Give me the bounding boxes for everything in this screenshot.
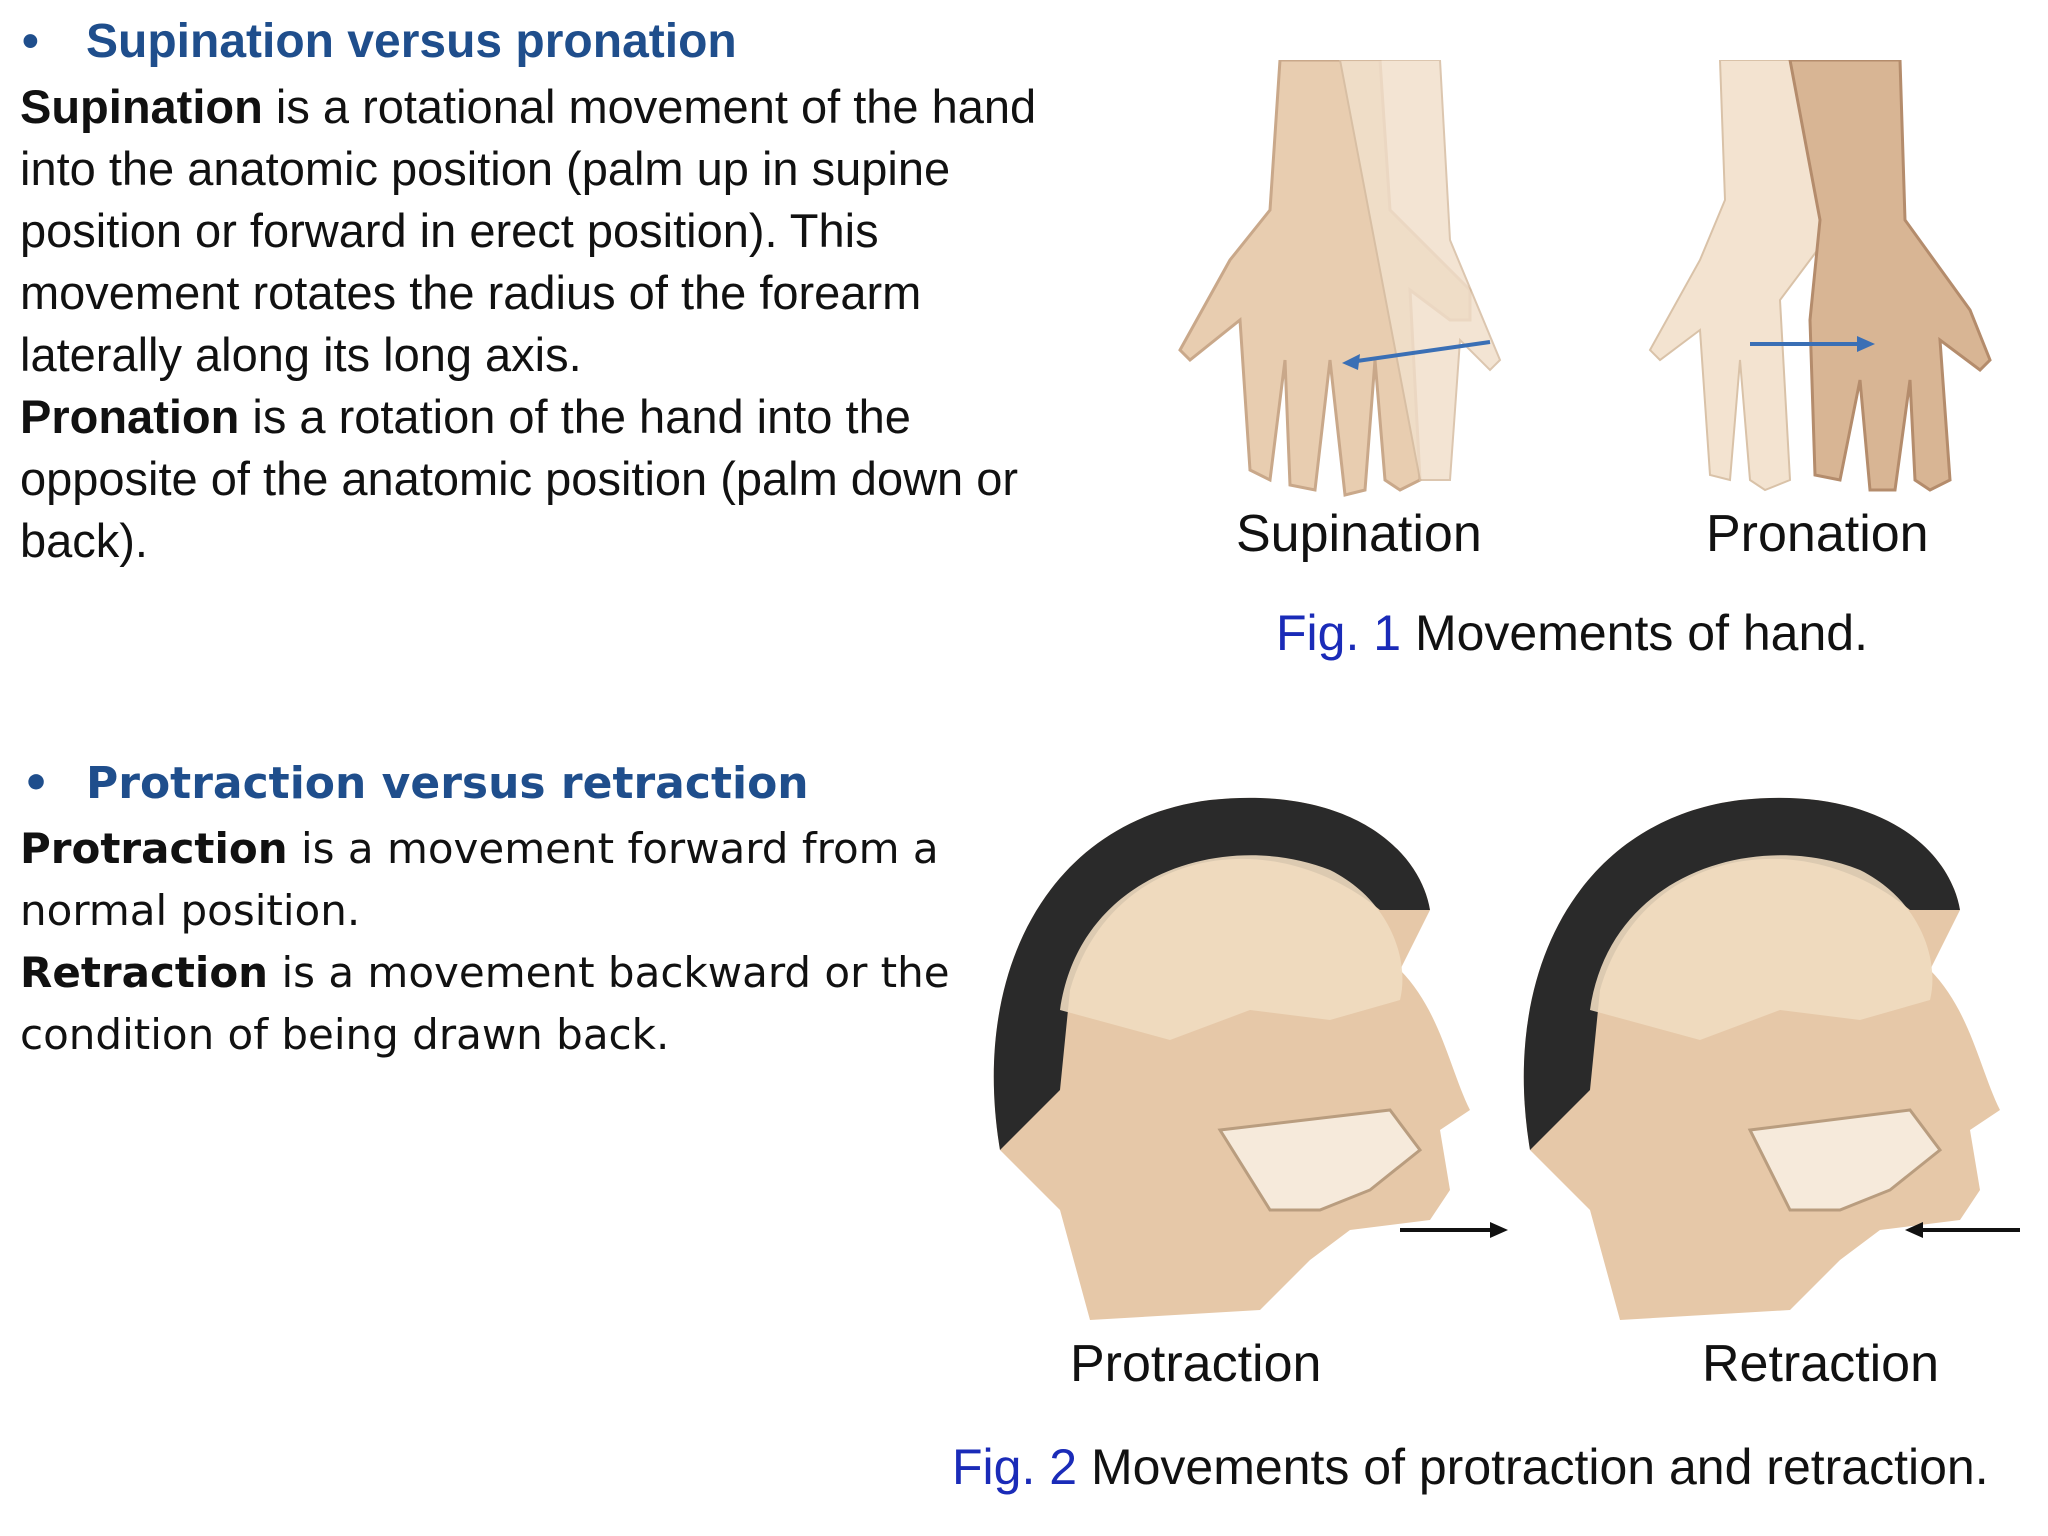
figure1-number: Fig. 1	[1276, 605, 1402, 661]
pronation-paragraph: Pronation is a rotation of the hand into…	[20, 386, 1060, 572]
bullet-icon: •	[22, 758, 51, 809]
protraction-paragraph: Protraction is a movement forward from a…	[20, 818, 960, 942]
pronation-label: Pronation	[1706, 505, 1929, 563]
figure2-number: Fig. 2	[952, 1439, 1078, 1495]
supination-term: Supination	[20, 80, 263, 133]
section2-heading-text: Protraction versus retraction	[86, 758, 809, 809]
protraction-text: is a movement forward from a normal posi…	[20, 824, 939, 935]
pronation-text: is a rotation of the hand into the oppos…	[20, 390, 1019, 567]
pronation-term: Pronation	[20, 390, 240, 443]
bullet-icon: •	[22, 15, 39, 68]
supination-paragraph: Supination is a rotational movement of t…	[20, 76, 1060, 386]
retraction-label: Retraction	[1702, 1335, 1939, 1393]
supination-arrow-icon	[1349, 340, 1491, 364]
retraction-paragraph: Retraction is a movement backward or the…	[20, 942, 960, 1066]
figure2-caption-text: Movements of protraction and retraction.	[1077, 1439, 1989, 1495]
retraction-term: Retraction	[20, 948, 269, 997]
figure1-caption-text: Movements of hand.	[1401, 605, 1868, 661]
figure2-caption: Fig. 2 Movements of protraction and retr…	[952, 1438, 1989, 1496]
section2-heading: • Protraction versus retraction	[22, 758, 809, 809]
section2-body: Protraction is a movement forward from a…	[20, 818, 960, 1066]
supination-text: is a rotational movement of the hand int…	[20, 80, 1037, 381]
section1-body: Supination is a rotational movement of t…	[20, 76, 1060, 572]
protraction-term: Protraction	[20, 824, 288, 873]
figure1-caption: Fig. 1 Movements of hand.	[1276, 604, 1868, 662]
section1-heading: • Supination versus pronation	[22, 14, 737, 69]
retraction-text: is a movement backward or the condition …	[20, 948, 950, 1059]
section1-heading-text: Supination versus pronation	[86, 15, 737, 68]
protraction-label: Protraction	[1070, 1335, 1322, 1393]
head-retraction-illustration	[1523, 797, 2020, 1320]
hand-supination-illustration	[1178, 60, 1502, 497]
supination-label: Supination	[1236, 505, 1482, 563]
hand-pronation-illustration	[1648, 60, 1992, 492]
head-protraction-illustration	[993, 797, 1508, 1320]
